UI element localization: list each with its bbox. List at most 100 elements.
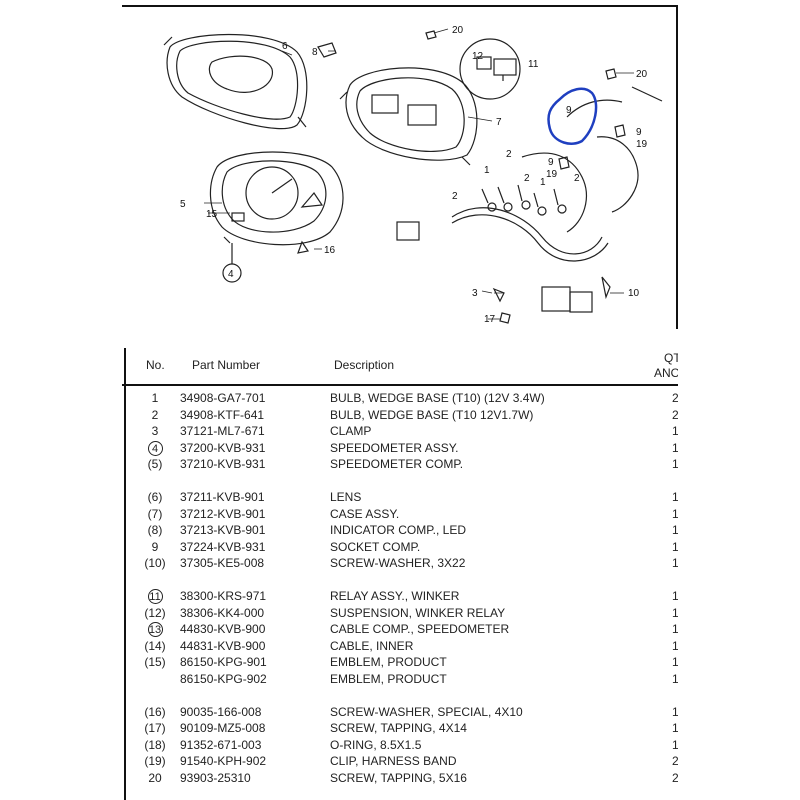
callout-1-b: 1 xyxy=(540,177,546,188)
cell-ref-no: (15) xyxy=(144,655,166,669)
cell-description: EMBLEM, PRODUCT xyxy=(330,655,447,669)
parts-catalog-page[interactable]: 20 6 8 12 11 20 9 7 9 19 9 19 1 2 2 1 2 … xyxy=(122,0,678,800)
cell-description: BULB, WEDGE BASE (T10 12V1.7W) xyxy=(330,407,534,422)
callout-11: 11 xyxy=(528,59,539,70)
cell-qty: 1 xyxy=(672,506,678,521)
cell-part-number: 37210-KVB-931 xyxy=(180,457,266,471)
callout-2-c: 2 xyxy=(524,173,530,184)
cell-ref-no: (8) xyxy=(147,523,163,537)
table-row: (15) 86150-KPG-901 EMBLEM, PRODUCT 1 xyxy=(122,654,678,671)
cell-qty: 2 xyxy=(672,391,678,405)
circled-ref-no: 4 xyxy=(147,440,163,456)
cell-part-number: 37200-KVB-931 xyxy=(180,440,266,455)
table-header: No. Part Number Description QT ANO xyxy=(122,348,678,386)
header-part-number: Part Number xyxy=(192,358,261,372)
cell-ref-no: (7) xyxy=(147,506,163,521)
cell-ref-no: 9 xyxy=(151,539,159,554)
cell-ref-no: (5) xyxy=(147,457,163,471)
cell-part-number: 93903-25310 xyxy=(180,770,251,785)
cell-part-number: 37224-KVB-931 xyxy=(180,539,266,554)
cell-part-number: 90109-MZ5-008 xyxy=(180,721,266,735)
cell-qty: 1 xyxy=(672,638,678,653)
cell-qty: 1 xyxy=(672,655,678,669)
callout-2-d: 2 xyxy=(574,173,580,184)
cell-qty: 1 xyxy=(672,671,678,686)
callout-20-right: 20 xyxy=(636,69,648,80)
cell-qty: 2 xyxy=(672,754,678,768)
cell-ref-no: (19) xyxy=(144,754,166,768)
callout-19-right: 19 xyxy=(636,139,648,150)
cell-part-number: 90035-166-008 xyxy=(180,704,262,719)
cell-part-number: 38306-KK4-000 xyxy=(180,605,265,620)
cell-part-number: 44830-KVB-900 xyxy=(180,622,266,636)
cell-qty: 1 xyxy=(672,721,678,735)
cell-qty: 1 xyxy=(672,490,678,504)
callout-5: 5 xyxy=(180,199,186,210)
cell-description: EMBLEM, PRODUCT xyxy=(330,671,447,686)
cell-part-number: 34908-KTF-641 xyxy=(180,407,265,422)
callout-7: 7 xyxy=(496,117,502,128)
cell-qty: 1 xyxy=(672,589,678,603)
table-left-border xyxy=(124,348,126,800)
exploded-parts-diagram: 20 6 8 12 11 20 9 7 9 19 9 19 1 2 2 1 2 … xyxy=(122,5,678,329)
cell-ref-no: 20 xyxy=(148,770,162,785)
cell-description: SCREW, TAPPING, 4X14 xyxy=(330,721,467,735)
circled-ref-no: 13 xyxy=(147,622,163,637)
cell-description: O-RING, 8.5X1.5 xyxy=(330,737,422,752)
cell-part-number: 37213-KVB-901 xyxy=(180,523,266,537)
header-no: No. xyxy=(146,358,165,372)
cell-ref-no: (12) xyxy=(144,605,166,620)
cell-ref-no: 1 xyxy=(151,391,159,405)
diagram-drawing: 20 6 8 12 11 20 9 7 9 19 9 19 1 2 2 1 2 … xyxy=(163,25,663,325)
cell-description: SPEEDOMETER ASSY. xyxy=(330,440,459,455)
cell-qty: 1 xyxy=(672,605,678,620)
right-margin xyxy=(678,0,800,800)
cell-description: BULB, WEDGE BASE (T10) (12V 3.4W) xyxy=(330,391,545,405)
cell-part-number: 37212-KVB-901 xyxy=(180,506,266,521)
cell-ref-no: (17) xyxy=(144,721,166,735)
callout-1-a: 1 xyxy=(484,165,490,176)
cell-ref-no: 2 xyxy=(151,407,159,422)
cell-description: CABLE, INNER xyxy=(330,638,414,653)
cell-part-number: 91540-KPH-902 xyxy=(180,754,267,768)
cell-part-number: 91352-671-003 xyxy=(180,737,262,752)
callout-9-mid: 9 xyxy=(548,157,554,168)
cell-part-number: 34908-GA7-701 xyxy=(180,391,266,405)
callout-6: 6 xyxy=(282,41,288,52)
callout-2-a: 2 xyxy=(506,149,512,160)
table-row: 1 34908-GA7-701 BULB, WEDGE BASE (T10) (12… xyxy=(122,390,678,407)
callout-9-right: 9 xyxy=(636,127,642,138)
callout-15: 15 xyxy=(206,209,218,220)
callout-12: 12 xyxy=(472,51,484,62)
callout-10: 10 xyxy=(628,288,640,299)
cell-ref-no: 11 xyxy=(130,588,180,605)
circled-ref-no: 11 xyxy=(147,589,163,604)
callout-4: 4 xyxy=(228,269,234,280)
left-margin xyxy=(0,0,122,800)
callout-3: 3 xyxy=(472,288,478,299)
cell-ref-no: (10) xyxy=(144,556,166,570)
callout-19-mid: 19 xyxy=(546,169,558,180)
cell-qty: 1 xyxy=(672,424,678,438)
table-row: (17) 90109-MZ5-008 SCREW, TAPPING, 4X14 1 xyxy=(122,720,678,737)
cell-ref-no: (14) xyxy=(144,638,166,653)
cell-qty: 1 xyxy=(672,457,678,471)
cell-part-number: 37121-ML7-671 xyxy=(180,424,265,438)
cell-part-number: 86150-KPG-901 xyxy=(180,655,267,669)
cell-description: LENS xyxy=(330,490,362,504)
cell-part-number: 38300-KRS-971 xyxy=(180,589,267,603)
cell-qty: 1 xyxy=(672,704,678,719)
cell-part-number: 37211-KVB-901 xyxy=(180,490,265,504)
callout-20-top: 20 xyxy=(452,25,464,36)
cell-qty: 1 xyxy=(672,539,678,554)
